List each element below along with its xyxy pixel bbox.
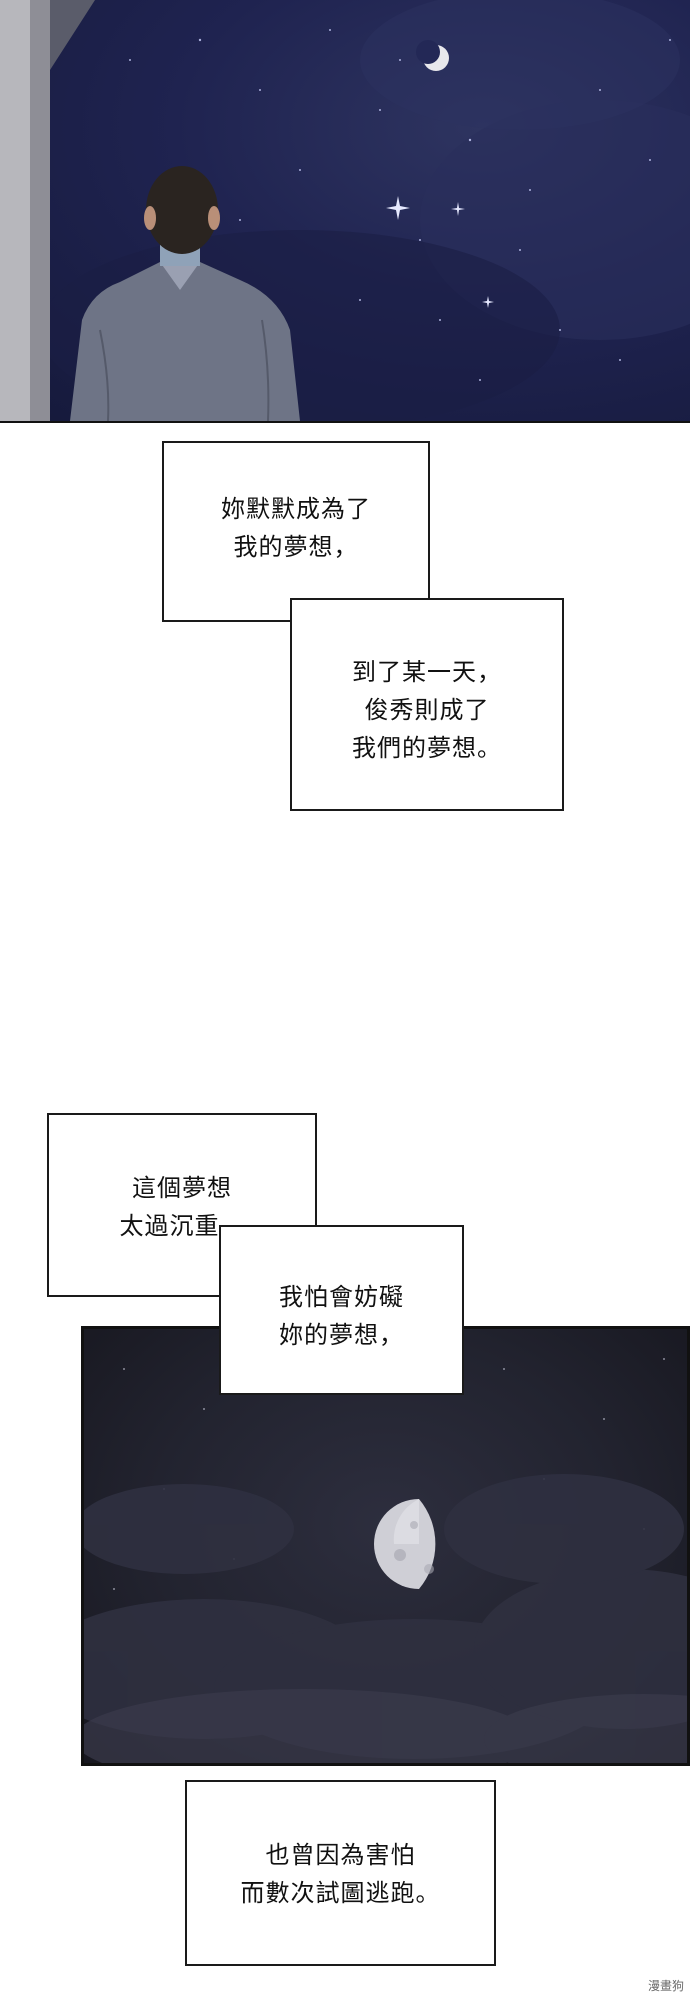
caption-line: 妳默默成為了 bbox=[221, 495, 371, 523]
night-sky-illustration bbox=[0, 0, 690, 421]
crescent-moon-icon bbox=[416, 40, 449, 71]
narration-caption-4: 我怕會妨礙 妳的夢想， bbox=[219, 1225, 464, 1395]
night-sky-panel bbox=[0, 0, 690, 423]
caption-line: 我的夢想， bbox=[233, 533, 359, 561]
man-back-figure bbox=[70, 166, 300, 421]
caption-line: 我們的夢想。 bbox=[352, 734, 502, 762]
caption-line: 到了某一天， bbox=[352, 658, 502, 686]
narration-caption-2: 到了某一天， 俊秀則成了 我們的夢想。 bbox=[290, 598, 564, 811]
caption-line: 俊秀則成了 bbox=[364, 696, 490, 724]
narration-caption-1: 妳默默成為了 我的夢想， bbox=[162, 441, 430, 622]
sparkle-star-icon bbox=[386, 196, 494, 308]
moon-cloud-illustration bbox=[84, 1358, 687, 1763]
moon-cloud-panel bbox=[81, 1326, 690, 1766]
narration-caption-5: 也曾因為害怕 而數次試圖逃跑。 bbox=[185, 1780, 496, 1966]
caption-line: 也曾因為害怕 bbox=[265, 1841, 416, 1869]
site-watermark: 漫畫狗 bbox=[647, 1979, 684, 1993]
caption-line: 這個夢想 bbox=[132, 1174, 232, 1202]
caption-line: 我怕會妨礙 bbox=[279, 1283, 404, 1311]
caption-line: 妳的夢想， bbox=[279, 1321, 404, 1349]
caption-line: 而數次試圖逃跑。 bbox=[240, 1879, 441, 1907]
half-moon-icon bbox=[374, 1499, 436, 1589]
